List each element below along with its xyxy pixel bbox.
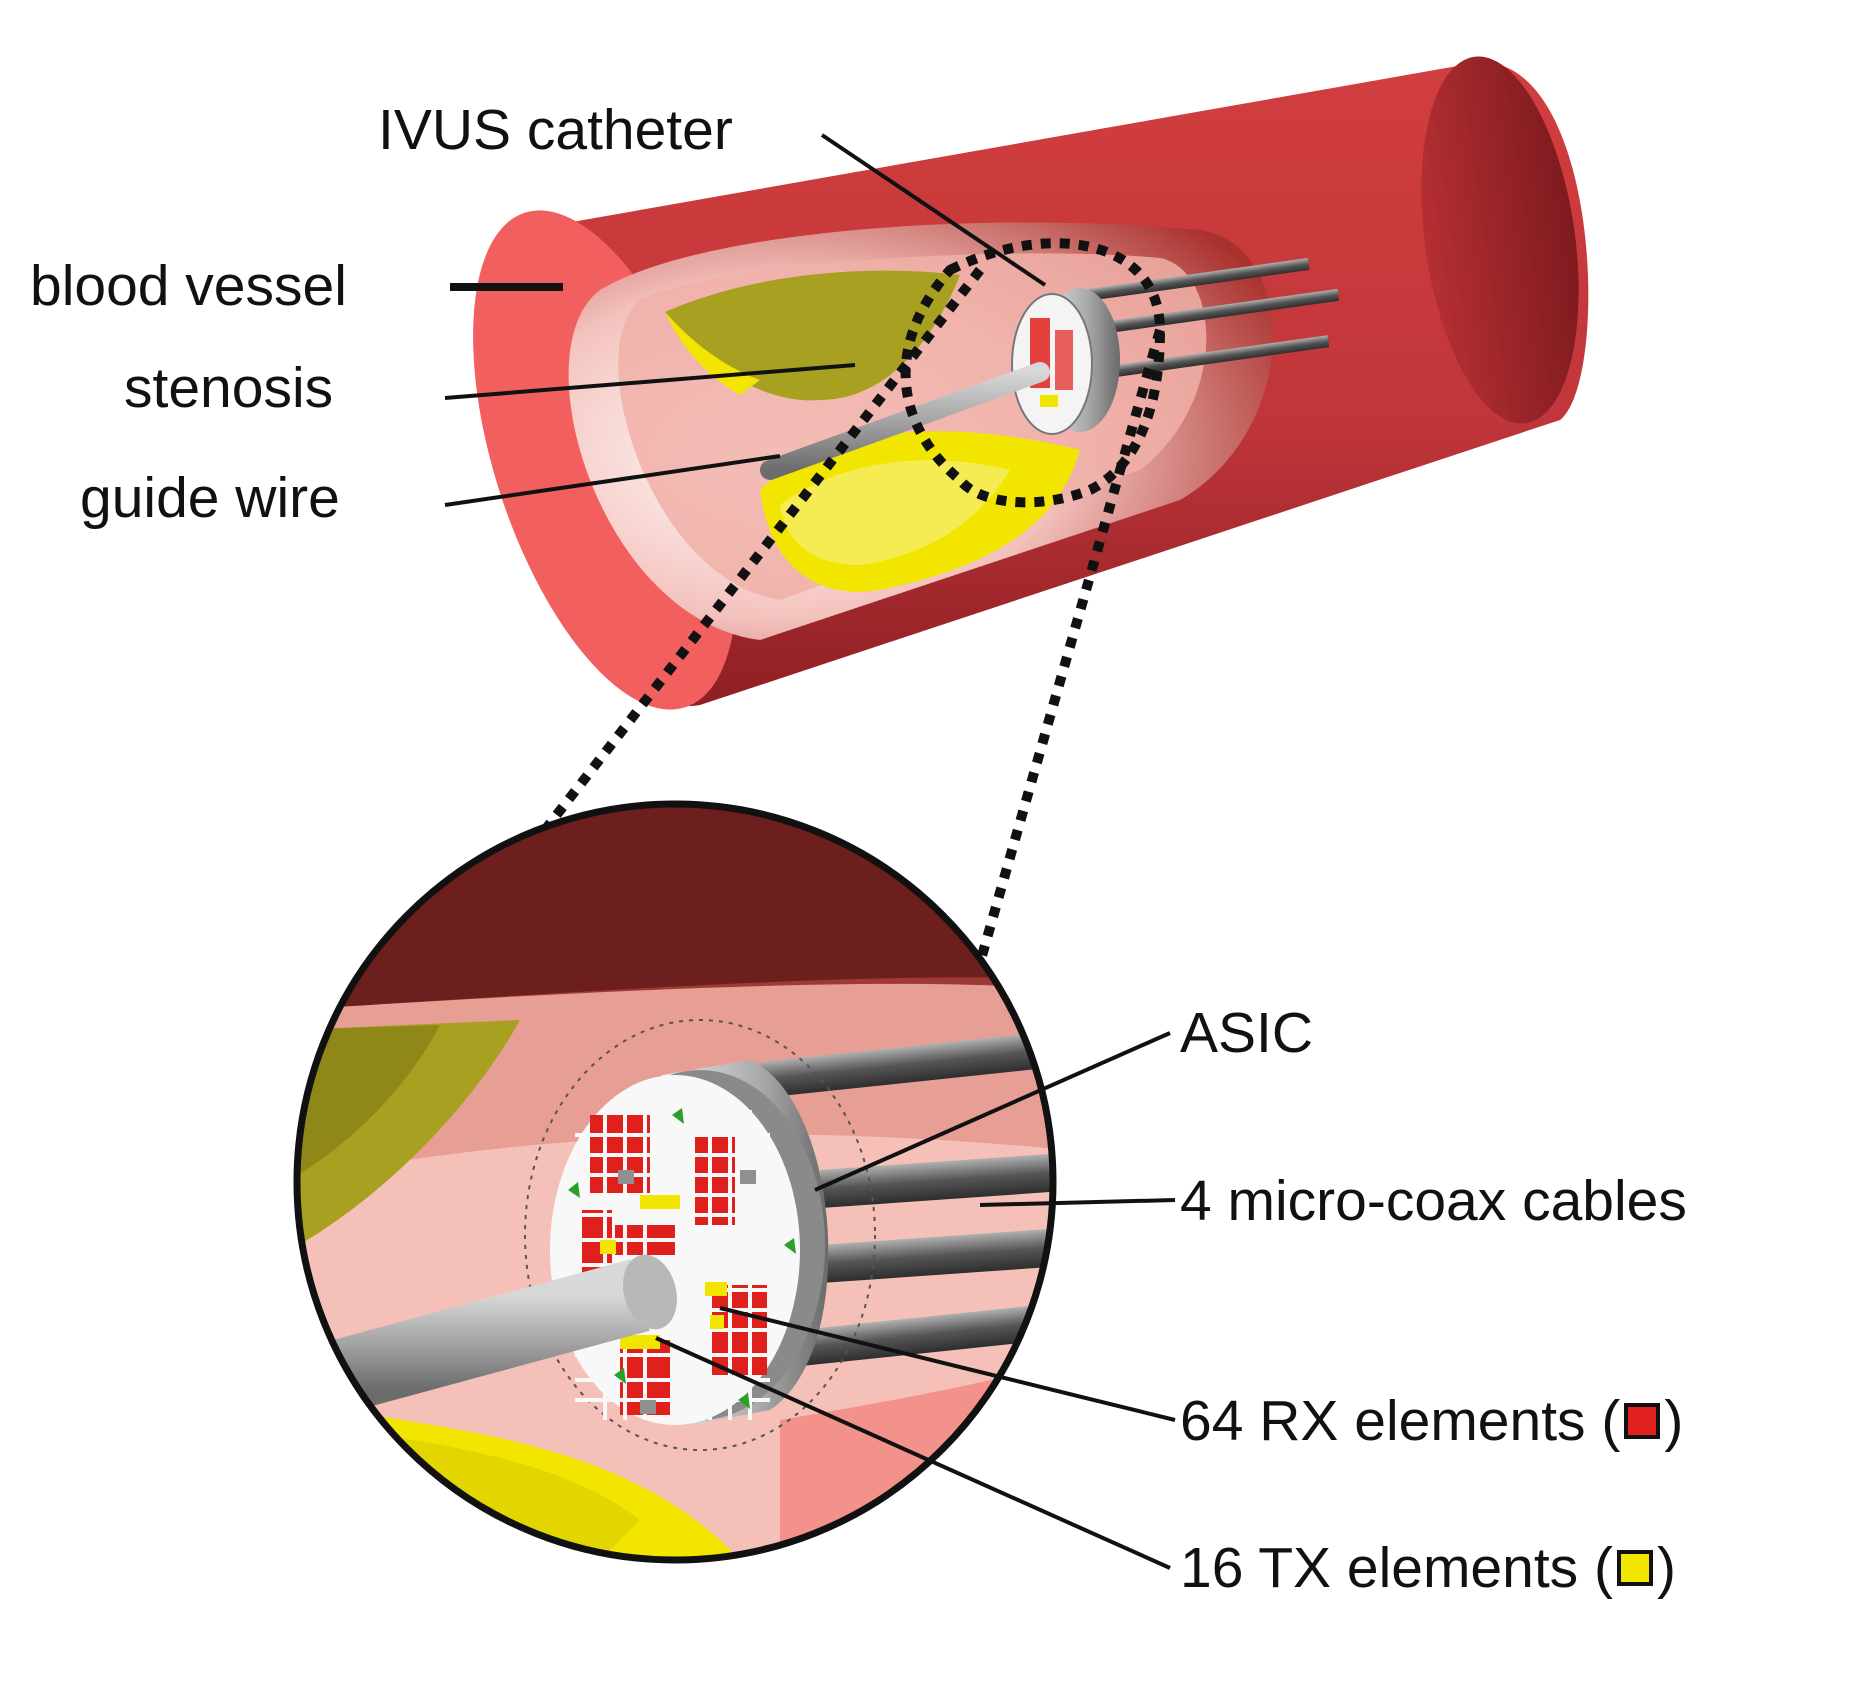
label-rx-elements: 64 RX elements () — [1180, 1393, 1683, 1450]
label-blood-vessel: blood vessel — [30, 254, 347, 318]
label-ivus-catheter: IVUS catheter — [378, 98, 733, 162]
rx-swatch — [1624, 1402, 1661, 1439]
leader-lines-top — [444, 133, 1047, 507]
tx-elements-close: ) — [1656, 1536, 1676, 1600]
rx-elements-text: 64 RX elements ( — [1180, 1389, 1621, 1453]
catheter-head-small — [760, 257, 1340, 480]
transducer-array-face — [550, 1075, 800, 1425]
blood-vessel-illustration — [473, 56, 1589, 710]
label-tx-elements: 16 TX elements () — [1180, 1540, 1676, 1597]
label-asic: ASIC — [1180, 1001, 1314, 1065]
label-micro-coax-cables: 4 micro-coax cables — [1180, 1169, 1687, 1233]
label-stenosis: stenosis — [124, 356, 334, 420]
leader-lines-bottom — [655, 1031, 1176, 1570]
zoom-detail-circle — [293, 800, 1057, 1564]
rx-elements-close: ) — [1664, 1389, 1684, 1453]
tx-swatch — [1616, 1549, 1653, 1586]
tx-element-grid — [600, 1195, 727, 1349]
tx-elements-text: 16 TX elements ( — [1180, 1536, 1613, 1600]
zoom-projection-lines — [436, 266, 1165, 1007]
label-guide-wire: guide wire — [80, 466, 340, 530]
